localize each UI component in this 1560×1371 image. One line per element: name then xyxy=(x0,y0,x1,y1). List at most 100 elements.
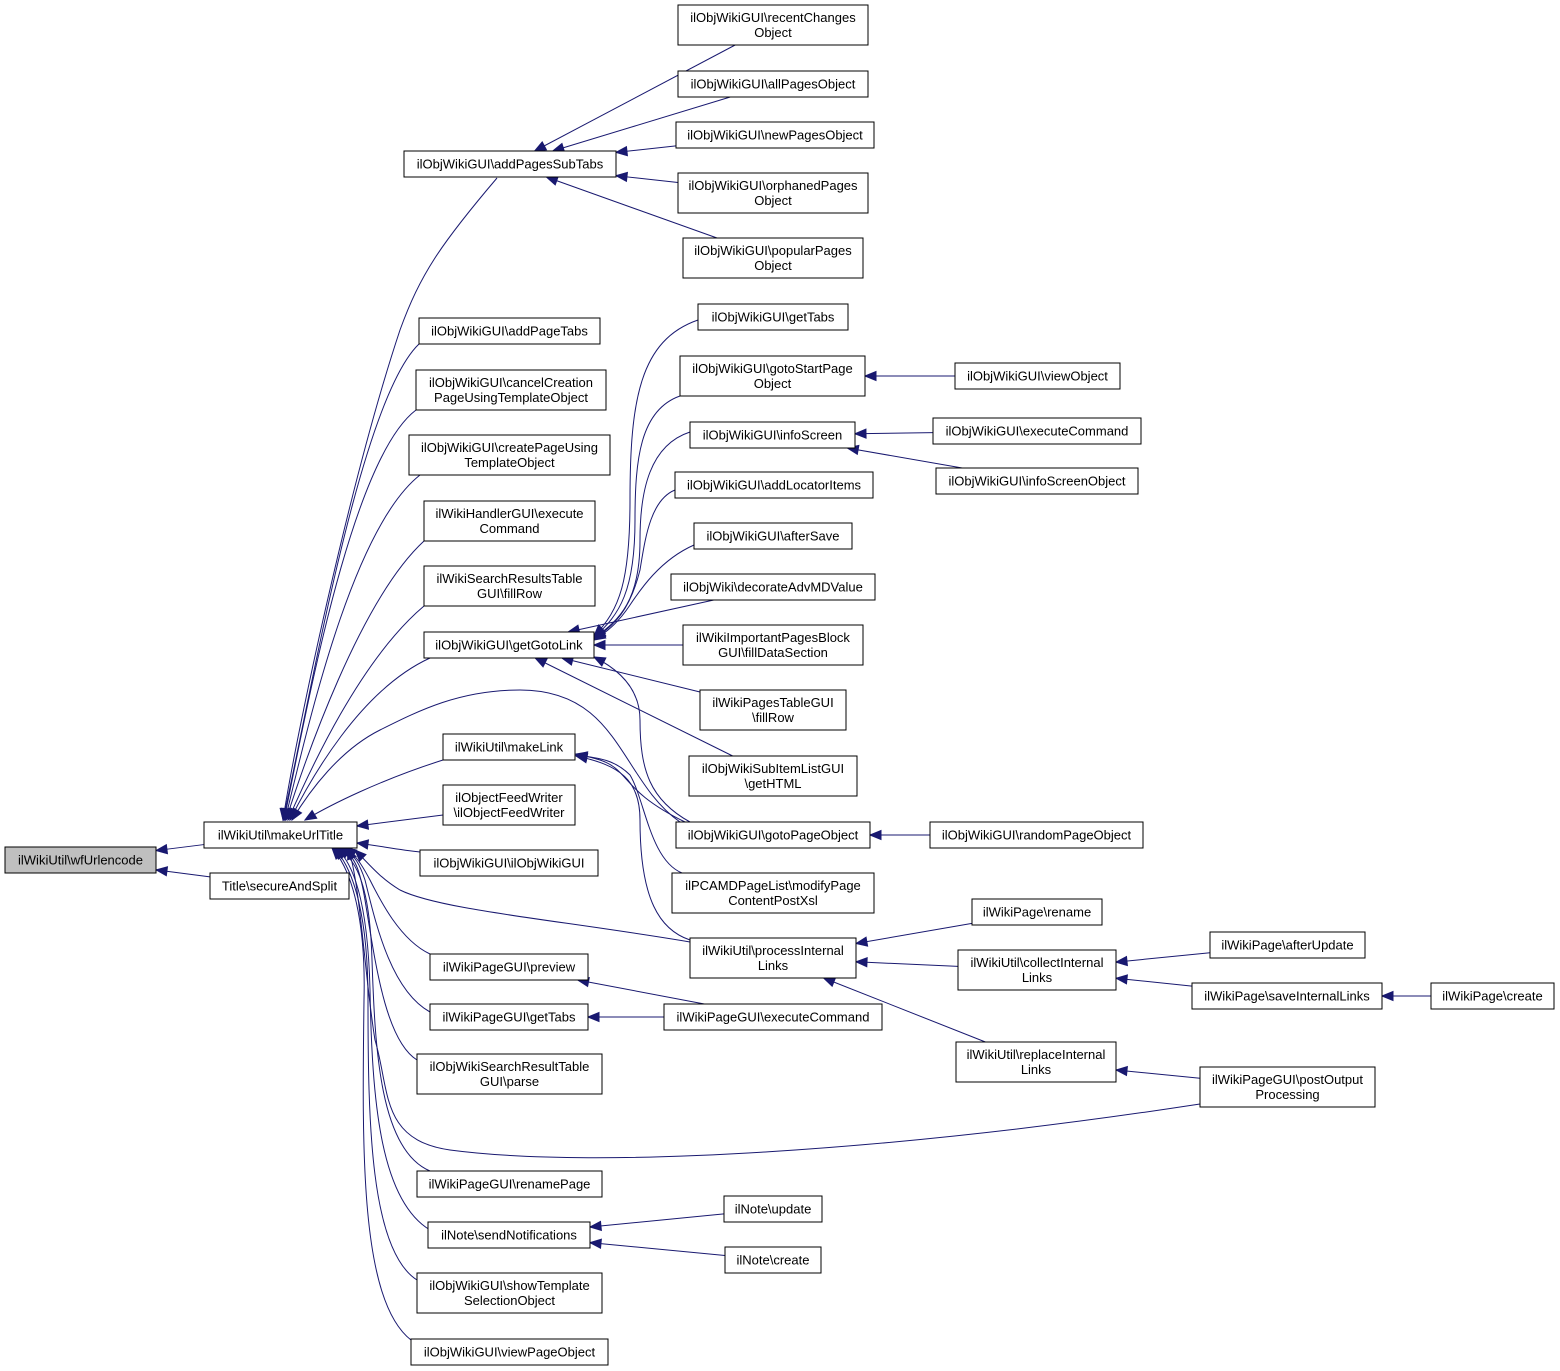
node-saveinternallinks[interactable]: ilWikiPage\saveInternalLinks xyxy=(1191,982,1383,1010)
node-label: ilWikiUtil\wfUrlencode xyxy=(18,853,143,868)
arrowhead-makeurltitle xyxy=(354,849,367,862)
node-box xyxy=(954,362,1121,390)
arrowhead-processinternal xyxy=(854,936,869,947)
node-label: ilObjectFeedWriter xyxy=(455,790,563,805)
arrowhead-sendnotifications xyxy=(588,1220,602,1232)
node-infoscreen[interactable]: ilObjWikiGUI\infoScreen xyxy=(689,421,856,449)
node-subitemlist[interactable]: ilObjWikiSubItemListGUI\getHTML xyxy=(688,755,858,797)
node-box xyxy=(429,953,589,981)
node-randompage[interactable]: ilObjWikiGUI\randomPageObject xyxy=(929,821,1144,849)
node-label: ilNote\sendNotifications xyxy=(441,1228,577,1243)
node-wikipagerename[interactable]: ilWikiPage\rename xyxy=(971,898,1103,926)
node-box xyxy=(724,1246,822,1274)
edge-showtemplate-to-makeurltitle xyxy=(333,847,418,1281)
node-renamepage[interactable]: ilWikiPageGUI\renamePage xyxy=(416,1170,603,1198)
node-executecommand-obj[interactable]: ilObjWikiGUI\executeCommand xyxy=(932,417,1142,445)
node-box xyxy=(416,1272,603,1314)
node-cancelcreation[interactable]: ilObjWikiGUI\cancelCreationPageUsingTemp… xyxy=(415,369,607,411)
node-label: ilNote\update xyxy=(735,1202,812,1217)
node-viewobject[interactable]: ilObjWikiGUI\viewObject xyxy=(954,362,1121,390)
node-box xyxy=(675,821,871,849)
node-box xyxy=(671,872,875,914)
node-gettabs-page[interactable]: ilWikiPageGUI\getTabs xyxy=(429,1003,589,1031)
node-label: ilObjWikiGUI\showTemplate xyxy=(429,1278,589,1293)
node-box xyxy=(419,849,599,877)
node-box xyxy=(682,624,864,666)
arrowhead-collectinternal xyxy=(1114,955,1128,967)
node-label: Object xyxy=(754,376,792,391)
node-box xyxy=(203,821,358,849)
edge-gettabs_obj-to-getgotolink xyxy=(593,319,699,637)
arrowhead-processinternal xyxy=(822,977,837,988)
node-label: ilWikiPage\saveInternalLinks xyxy=(1204,989,1370,1004)
node-wfurlencode[interactable]: ilWikiUtil\wfUrlencode xyxy=(4,846,157,874)
node-newpages[interactable]: ilObjWikiGUI\newPagesObject xyxy=(675,121,875,149)
node-createpageusing[interactable]: ilObjWikiGUI\createPageUsingTemplateObje… xyxy=(408,434,611,476)
node-addpagetabs[interactable]: ilObjWikiGUI\addPageTabs xyxy=(418,317,601,345)
node-secureandsplit[interactable]: Title\secureAndSplit xyxy=(209,872,350,900)
node-label: \ilObjectFeedWriter xyxy=(453,805,565,820)
node-label: ilObjWikiSearchResultTable xyxy=(430,1059,590,1074)
node-ilobjwikigui[interactable]: ilObjWikiGUI\ilObjWikiGUI xyxy=(419,849,599,877)
node-label: ilObjWikiGUI\randomPageObject xyxy=(942,828,1132,843)
node-box xyxy=(670,573,876,601)
arrowhead-saveinternallinks xyxy=(1380,990,1394,1002)
node-label: Links xyxy=(1022,970,1053,985)
node-makelink[interactable]: ilWikiUtil\makeLink xyxy=(442,733,576,761)
node-infoscreenobject[interactable]: ilObjWikiGUI\infoScreenObject xyxy=(935,467,1139,495)
node-label: TemplateObject xyxy=(464,455,555,470)
node-viewpageobject[interactable]: ilObjWikiGUI\viewPageObject xyxy=(410,1338,609,1366)
node-box xyxy=(723,1195,823,1223)
node-wikihandlerexec[interactable]: ilWikiHandlerGUI\executeCommand xyxy=(423,500,596,542)
edge-wikihandlerexec-to-makeurltitle xyxy=(285,540,425,821)
node-gotopageobject[interactable]: ilObjWikiGUI\gotoPageObject xyxy=(675,821,871,849)
node-label: ilObjWikiGUI\getTabs xyxy=(712,310,835,325)
edge-infoscreen-to-getgotolink xyxy=(593,431,691,639)
node-gettabs-obj[interactable]: ilObjWikiGUI\getTabs xyxy=(697,303,849,331)
edge-gettabs_page-to-makeurltitle xyxy=(342,847,431,1013)
node-addlocatoritems[interactable]: ilObjWikiGUI\addLocatorItems xyxy=(674,471,874,499)
node-label: ilWikiUtil\processInternal xyxy=(702,943,844,958)
node-sendnotifications[interactable]: ilNote\sendNotifications xyxy=(427,1221,591,1249)
node-label: ilObjWikiGUI\popularPages xyxy=(694,243,852,258)
node-label: ilWikiUtil\collectInternal xyxy=(971,955,1104,970)
node-importantpages[interactable]: ilWikiImportantPagesBlockGUI\fillDataSec… xyxy=(682,624,864,666)
node-objectfeedwriter[interactable]: ilObjectFeedWriter\ilObjectFeedWriter xyxy=(442,784,576,826)
node-noteupdate[interactable]: ilNote\update xyxy=(723,1195,823,1223)
node-preview[interactable]: ilWikiPageGUI\preview xyxy=(429,953,589,981)
node-decorateadvmd[interactable]: ilObjWiki\decorateAdvMDValue xyxy=(670,573,876,601)
node-allpages[interactable]: ilObjWikiGUI\allPagesObject xyxy=(677,70,869,98)
node-executecommand-page[interactable]: ilWikiPageGUI\executeCommand xyxy=(663,1003,883,1031)
node-makeurltitle[interactable]: ilWikiUtil\makeUrlTitle xyxy=(203,821,358,849)
arrowhead-getgotolink xyxy=(592,629,607,641)
node-afterupdate[interactable]: ilWikiPage\afterUpdate xyxy=(1209,931,1366,959)
edge-subitemlist-to-getgotolink xyxy=(534,657,733,757)
arrowhead-replaceinternal xyxy=(1114,1065,1128,1077)
node-label: Links xyxy=(1021,1062,1052,1077)
node-pagestablefillrow[interactable]: ilWikiPagesTableGUI\fillRow xyxy=(699,689,847,731)
node-notecreate[interactable]: ilNote\create xyxy=(724,1246,822,1274)
node-box xyxy=(697,303,849,331)
node-addpagessubtabs[interactable]: ilObjWikiGUI\addPagesSubTabs xyxy=(403,150,617,178)
node-box xyxy=(935,467,1139,495)
node-box xyxy=(677,172,869,214)
node-box xyxy=(679,355,866,397)
node-aftersave[interactable]: ilObjWikiGUI\afterSave xyxy=(693,522,853,550)
node-box xyxy=(682,237,864,279)
edge-aftersave-to-getgotolink xyxy=(593,544,695,641)
node-wikipagecreate[interactable]: ilWikiPage\create xyxy=(1430,982,1555,1010)
node-getgotolink[interactable]: ilObjWikiGUI\getGotoLink xyxy=(423,631,595,659)
arrowhead-getgotolink xyxy=(592,656,607,667)
